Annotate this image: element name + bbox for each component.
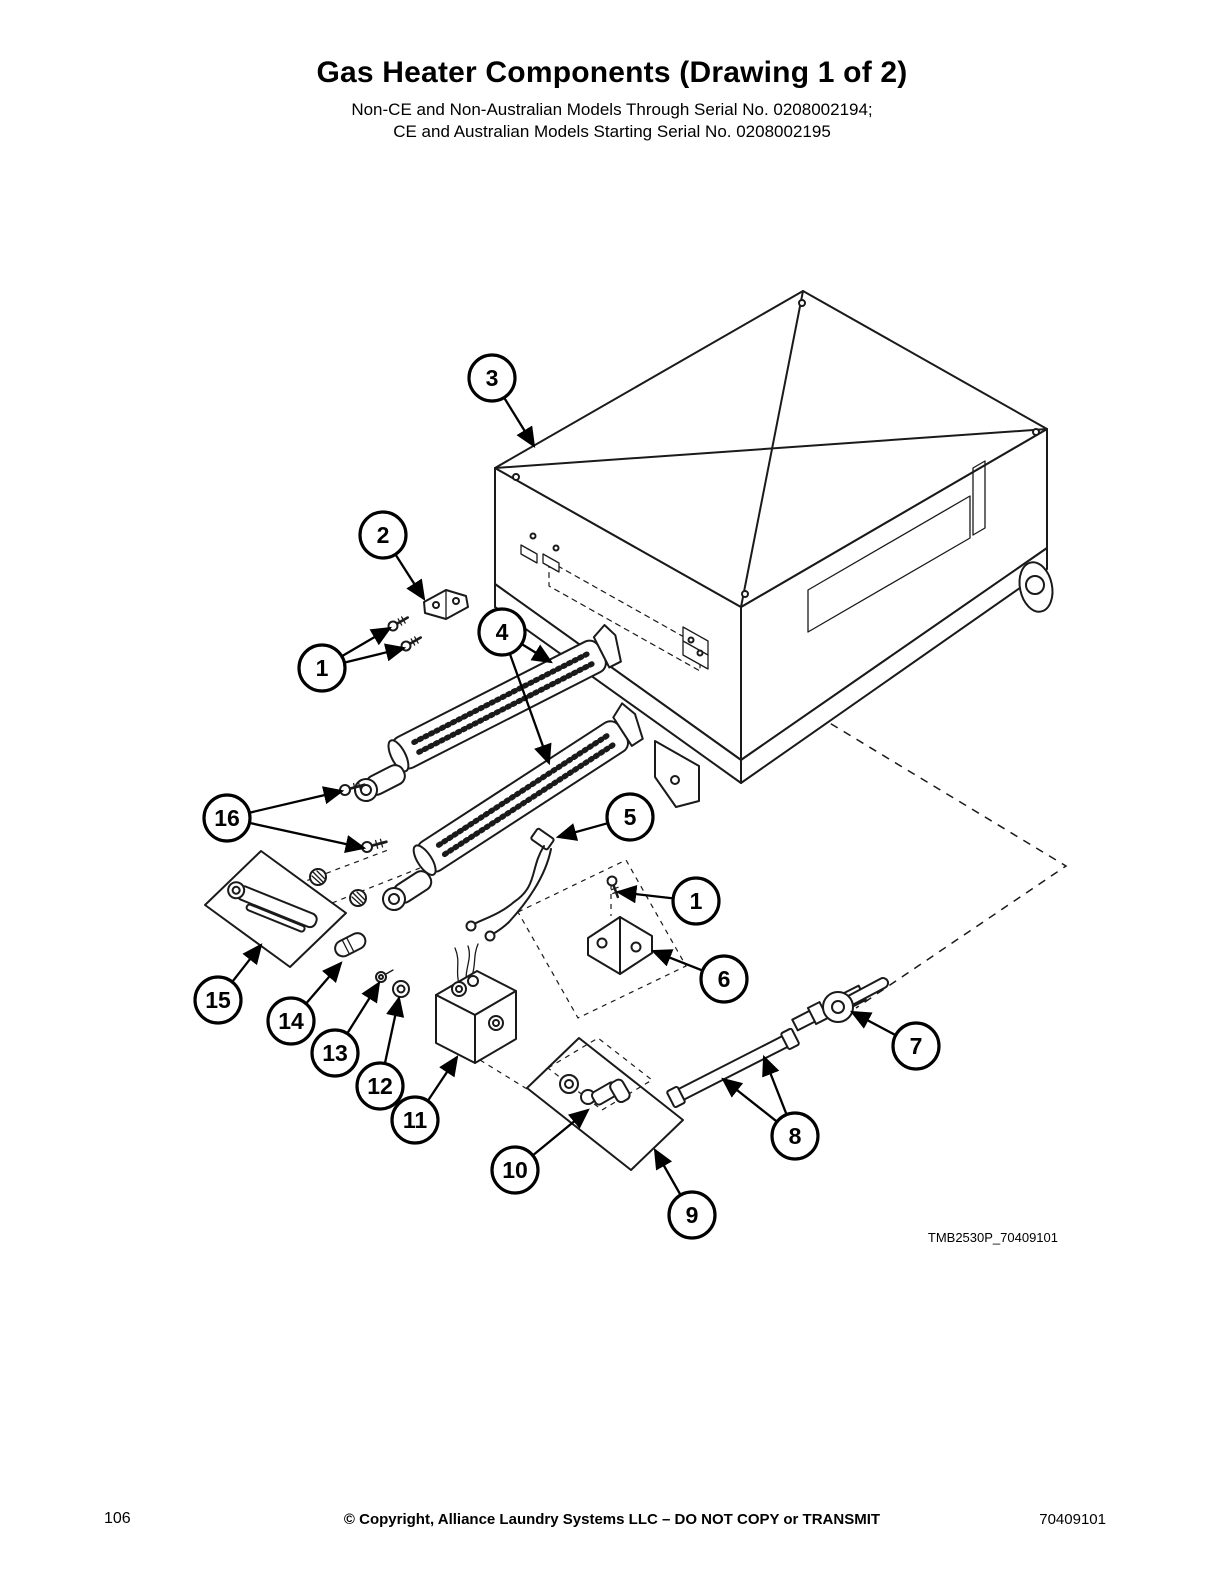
callout-balloon-14: 14 bbox=[266, 996, 316, 1046]
callout-balloon-10: 10 bbox=[490, 1145, 540, 1195]
callout-number: 13 bbox=[322, 1040, 348, 1066]
page-number: 106 bbox=[104, 1510, 131, 1527]
copyright-notice: © Copyright, Alliance Laundry Systems LL… bbox=[343, 1511, 881, 1528]
screw bbox=[361, 838, 388, 853]
callout-balloon-6: 6 bbox=[699, 954, 749, 1004]
callout-balloon-1: 1 bbox=[671, 876, 721, 926]
screw bbox=[606, 875, 621, 899]
gas-control-valve bbox=[435, 943, 517, 1064]
callout-balloon-3: 3 bbox=[467, 353, 517, 403]
thumbscrew bbox=[309, 868, 327, 886]
callout-leader-line bbox=[532, 1108, 590, 1157]
callout-leader-line bbox=[503, 396, 536, 448]
subtitle-line-2: CE and Australian Models Starting Serial… bbox=[393, 122, 831, 142]
callout-number: 16 bbox=[214, 805, 240, 831]
callout-balloon-2: 2 bbox=[358, 510, 408, 560]
burner-tube-upper bbox=[387, 624, 622, 773]
callout-leader-line bbox=[249, 786, 345, 814]
pipe-fitting bbox=[559, 1074, 631, 1106]
grommet bbox=[392, 980, 410, 998]
document-number: 70409101 bbox=[1039, 1511, 1106, 1528]
callout-leader-line bbox=[231, 943, 263, 983]
burner-venturi-lower bbox=[382, 870, 433, 911]
callout-leader-line bbox=[762, 1054, 788, 1116]
callout-number: 12 bbox=[367, 1073, 393, 1099]
callout-number: 1 bbox=[316, 655, 329, 681]
callout-number: 11 bbox=[403, 1107, 428, 1133]
callout-leader-line bbox=[383, 995, 405, 1064]
page-header: Gas Heater Components (Drawing 1 of 2) N… bbox=[0, 56, 1224, 144]
callout-number: 8 bbox=[789, 1123, 802, 1149]
callout-number: 2 bbox=[377, 522, 390, 548]
callout-balloon-4: 4 bbox=[477, 607, 527, 657]
igniter-assembly bbox=[204, 850, 347, 968]
callout-number: 4 bbox=[496, 619, 509, 645]
heater-cabinet bbox=[494, 290, 1054, 808]
callout-leader-line bbox=[249, 821, 367, 854]
callout-balloon-5: 5 bbox=[605, 792, 655, 842]
callout-number: 1 bbox=[690, 888, 703, 914]
callout-number: 7 bbox=[910, 1033, 923, 1059]
screw bbox=[400, 636, 422, 652]
callout-leader-line bbox=[344, 643, 407, 664]
callout-balloon-7: 7 bbox=[891, 1021, 941, 1071]
callout-leader-line bbox=[653, 1148, 682, 1196]
callout-leader-line bbox=[555, 822, 609, 841]
page-title: Gas Heater Components (Drawing 1 of 2) bbox=[316, 56, 908, 89]
callout-number: 6 bbox=[718, 966, 731, 992]
callout-leader-line bbox=[615, 884, 674, 904]
valve-mounting-plate bbox=[526, 1037, 684, 1171]
gas-supply-pipe bbox=[666, 1027, 800, 1109]
callout-leader-line bbox=[346, 981, 381, 1035]
ignition-cable bbox=[465, 827, 555, 942]
page-footer: 106 © Copyright, Alliance Laundry System… bbox=[0, 1510, 1224, 1532]
callout-leader-line bbox=[650, 949, 704, 972]
callout-balloon-12: 12 bbox=[355, 1061, 405, 1111]
callout-leader-line bbox=[520, 643, 553, 664]
callout-leader-line bbox=[305, 961, 343, 1005]
valve-bracket bbox=[587, 916, 653, 975]
gas-shutoff-valve bbox=[791, 977, 890, 1032]
callout-balloon-9: 9 bbox=[667, 1190, 717, 1240]
burner-tube-lower bbox=[412, 702, 644, 876]
small-fitting bbox=[375, 969, 394, 983]
callout-leader-line bbox=[426, 1055, 459, 1102]
callout-number: 15 bbox=[205, 987, 231, 1013]
callout-leader-line bbox=[341, 626, 392, 658]
igniter-mounting-bracket bbox=[423, 589, 469, 620]
callout-number: 9 bbox=[686, 1202, 699, 1228]
callout-balloon-16: 16 bbox=[202, 793, 252, 843]
spacer-sleeve bbox=[334, 932, 367, 958]
drawing-code: TMB2530P_70409101 bbox=[927, 1230, 1058, 1245]
burner-venturi-upper bbox=[354, 764, 406, 802]
callout-balloon-11: 11 bbox=[390, 1095, 440, 1145]
callout-leader-line bbox=[849, 1010, 897, 1037]
screw bbox=[387, 616, 409, 632]
subtitle-line-1: Non-CE and Non-Australian Models Through… bbox=[351, 100, 873, 119]
callout-leader-line bbox=[508, 653, 552, 766]
thumbscrew bbox=[349, 889, 367, 907]
callout-balloon-8: 8 bbox=[770, 1111, 820, 1161]
callout-balloon-1: 1 bbox=[297, 643, 347, 693]
callout-leader-line bbox=[394, 553, 426, 601]
callout-number: 3 bbox=[486, 365, 499, 391]
callout-number: 5 bbox=[624, 804, 637, 830]
callout-balloon-15: 15 bbox=[193, 975, 243, 1025]
callout-number: 10 bbox=[502, 1157, 528, 1183]
callout-number: 14 bbox=[278, 1008, 304, 1034]
callout-balloon-13: 13 bbox=[310, 1028, 360, 1078]
callout-leader-line bbox=[721, 1077, 778, 1123]
